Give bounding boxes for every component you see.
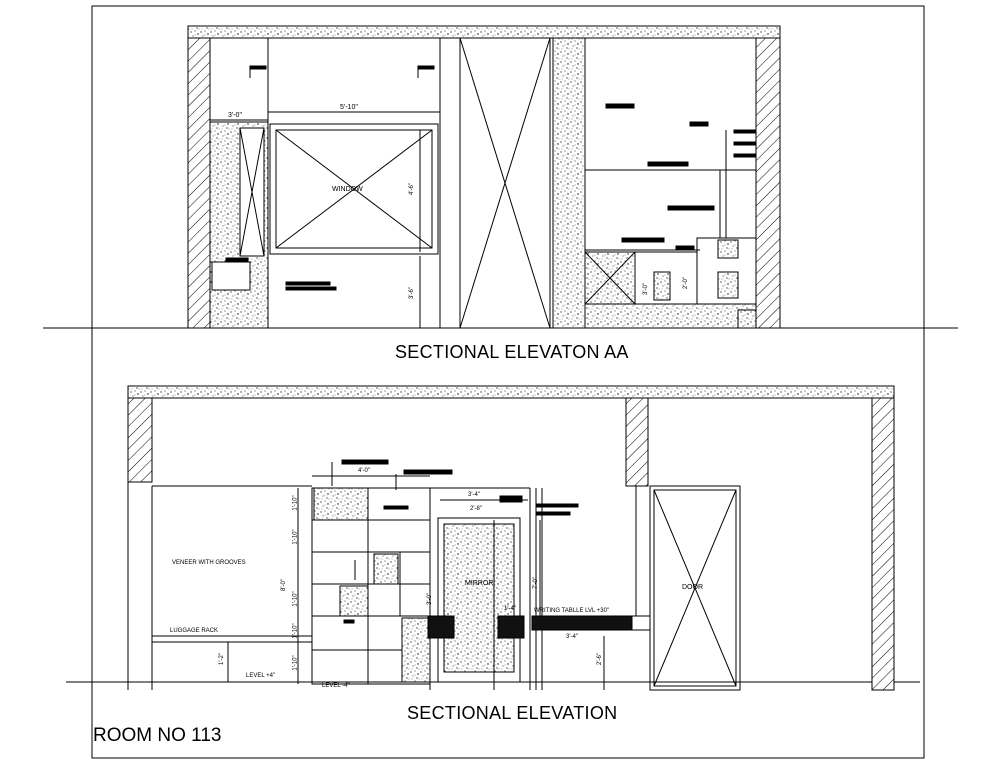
level-left-label: LEVEL +4" <box>246 673 276 679</box>
leader-tags-aa <box>225 65 757 291</box>
table-height-dim: 2'-6" <box>596 653 603 665</box>
sub-dim-3: 1'-10" <box>292 591 299 607</box>
section-aa <box>43 25 958 329</box>
mirror-height-dim: 7'-0" <box>532 577 539 589</box>
left-dim: 3'-0" <box>228 112 242 119</box>
wall-left-aa <box>187 37 211 329</box>
mirror-side-dim: 3'-0" <box>426 593 433 605</box>
wall-right-b <box>871 397 895 691</box>
mirror-frame <box>437 517 521 683</box>
room-number: ROOM NO 113 <box>93 725 222 746</box>
window-frame <box>269 123 439 255</box>
leader-tags-b <box>331 459 579 624</box>
wall-left-b <box>127 397 153 483</box>
window-height-dim: 4'-6" <box>408 183 415 195</box>
veneer-label: VENEER WITH GROOVES <box>172 560 246 566</box>
side-dim-b: 2'-0" <box>682 277 689 289</box>
mirror-width-dim: 3'-4" <box>468 492 480 498</box>
wardrobe-width-dim: 4'-0" <box>358 468 370 474</box>
luggage-dim: 1'-2" <box>218 653 225 665</box>
door-frame <box>649 485 741 691</box>
door-label: DOOR <box>682 584 703 591</box>
slab-aa <box>187 25 781 39</box>
window-width-dim: 5'-10" <box>340 104 358 111</box>
sub-dim-5: 1'-10" <box>292 655 299 671</box>
section-aa-title: SECTIONAL ELEVATON AA <box>395 342 629 362</box>
column-mid-b <box>625 397 649 487</box>
sheet-border <box>91 5 925 759</box>
shelf-dim: 1'-4" <box>504 606 516 612</box>
sub-dim-2: 1'-10" <box>292 529 299 545</box>
section-elevation <box>66 385 920 691</box>
total-height-dim: 8'-0" <box>280 579 287 591</box>
mirror-label: MIRROR <box>465 580 494 587</box>
luggage-rack-label: LUGGAGE RACK <box>170 628 219 634</box>
wall-right-aa <box>755 37 781 329</box>
window-label: WINDOW <box>332 186 363 193</box>
slab-b <box>127 385 895 399</box>
mirror-inner-dim: 2'-8" <box>470 506 482 512</box>
section-elevation-title: SECTIONAL ELEVATION <box>407 703 618 723</box>
sub-dim-1: 1'-10" <box>292 495 299 511</box>
writing-table-label: WRITING TABLLE LVL +30" <box>534 608 610 614</box>
table-width-dim: 3'-4" <box>566 634 578 640</box>
side-dim-a: 3'-0" <box>642 283 649 295</box>
level-mid-label: LEVEL -4" <box>322 683 350 689</box>
sub-dim-4: 1'-10" <box>292 623 299 639</box>
sill-height-dim: 3'-6" <box>408 287 415 299</box>
